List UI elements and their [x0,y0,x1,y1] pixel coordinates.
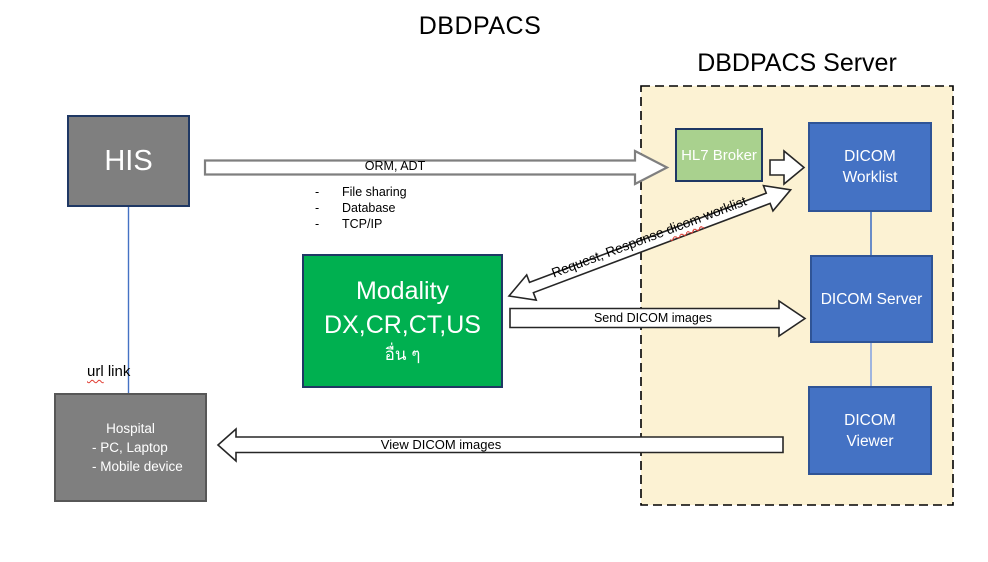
protocol-list-item: - File sharing [315,185,407,199]
node-his: HIS [67,115,190,207]
dicom-viewer-label-line2: Viewer [846,432,894,450]
node-dicom-viewer: DICOM Viewer [808,386,932,475]
arrow-send-dicom-label: Send DICOM images [593,310,713,325]
protocol-list-item: - TCP/IP [315,217,383,231]
protocol-file-sharing: File sharing [342,185,407,199]
server-group-title: DBDPACS Server [697,49,897,77]
dicom-worklist-label-line2: Worklist [842,169,898,186]
his-label: HIS [104,144,153,177]
dicom-server-label: DICOM Server [820,290,923,308]
modality-label: Modality [355,277,450,305]
dicom-worklist-label-line1: DICOM [844,148,896,165]
protocol-tcpip: TCP/IP [342,217,383,231]
dicom-viewer-label-line1: DICOM [844,411,896,429]
modality-types-label: DX,CR,CT,US [324,311,481,339]
node-hospital: Hospital - PC, Laptop - Mobile device [54,393,207,502]
protocol-database: Database [342,201,396,215]
misspelled-word: url [87,363,104,380]
url-link-label: url link [87,363,131,380]
hospital-item-mobile-device: - Mobile device [92,459,183,474]
modality-others-label: อื่น ๆ [384,345,421,364]
node-dicom-server: DICOM Server [810,255,933,343]
arrow-orm-adt-label: ORM, ADT [364,159,426,173]
hospital-item-pc-laptop: - PC, Laptop [92,440,168,455]
hl7-broker-label: HL7 Broker [681,146,757,164]
node-dicom-worklist: DICOM Worklist [808,122,932,212]
protocol-list-item: - Database [315,201,396,215]
node-modality: Modality DX,CR,CT,US อื่น ๆ [302,254,503,388]
page-title: DBDPACS [418,12,542,40]
hospital-label: Hospital [106,421,155,436]
node-hl7-broker: HL7 Broker [675,128,763,182]
arrow-view-dicom-label: View DICOM images [380,436,502,452]
